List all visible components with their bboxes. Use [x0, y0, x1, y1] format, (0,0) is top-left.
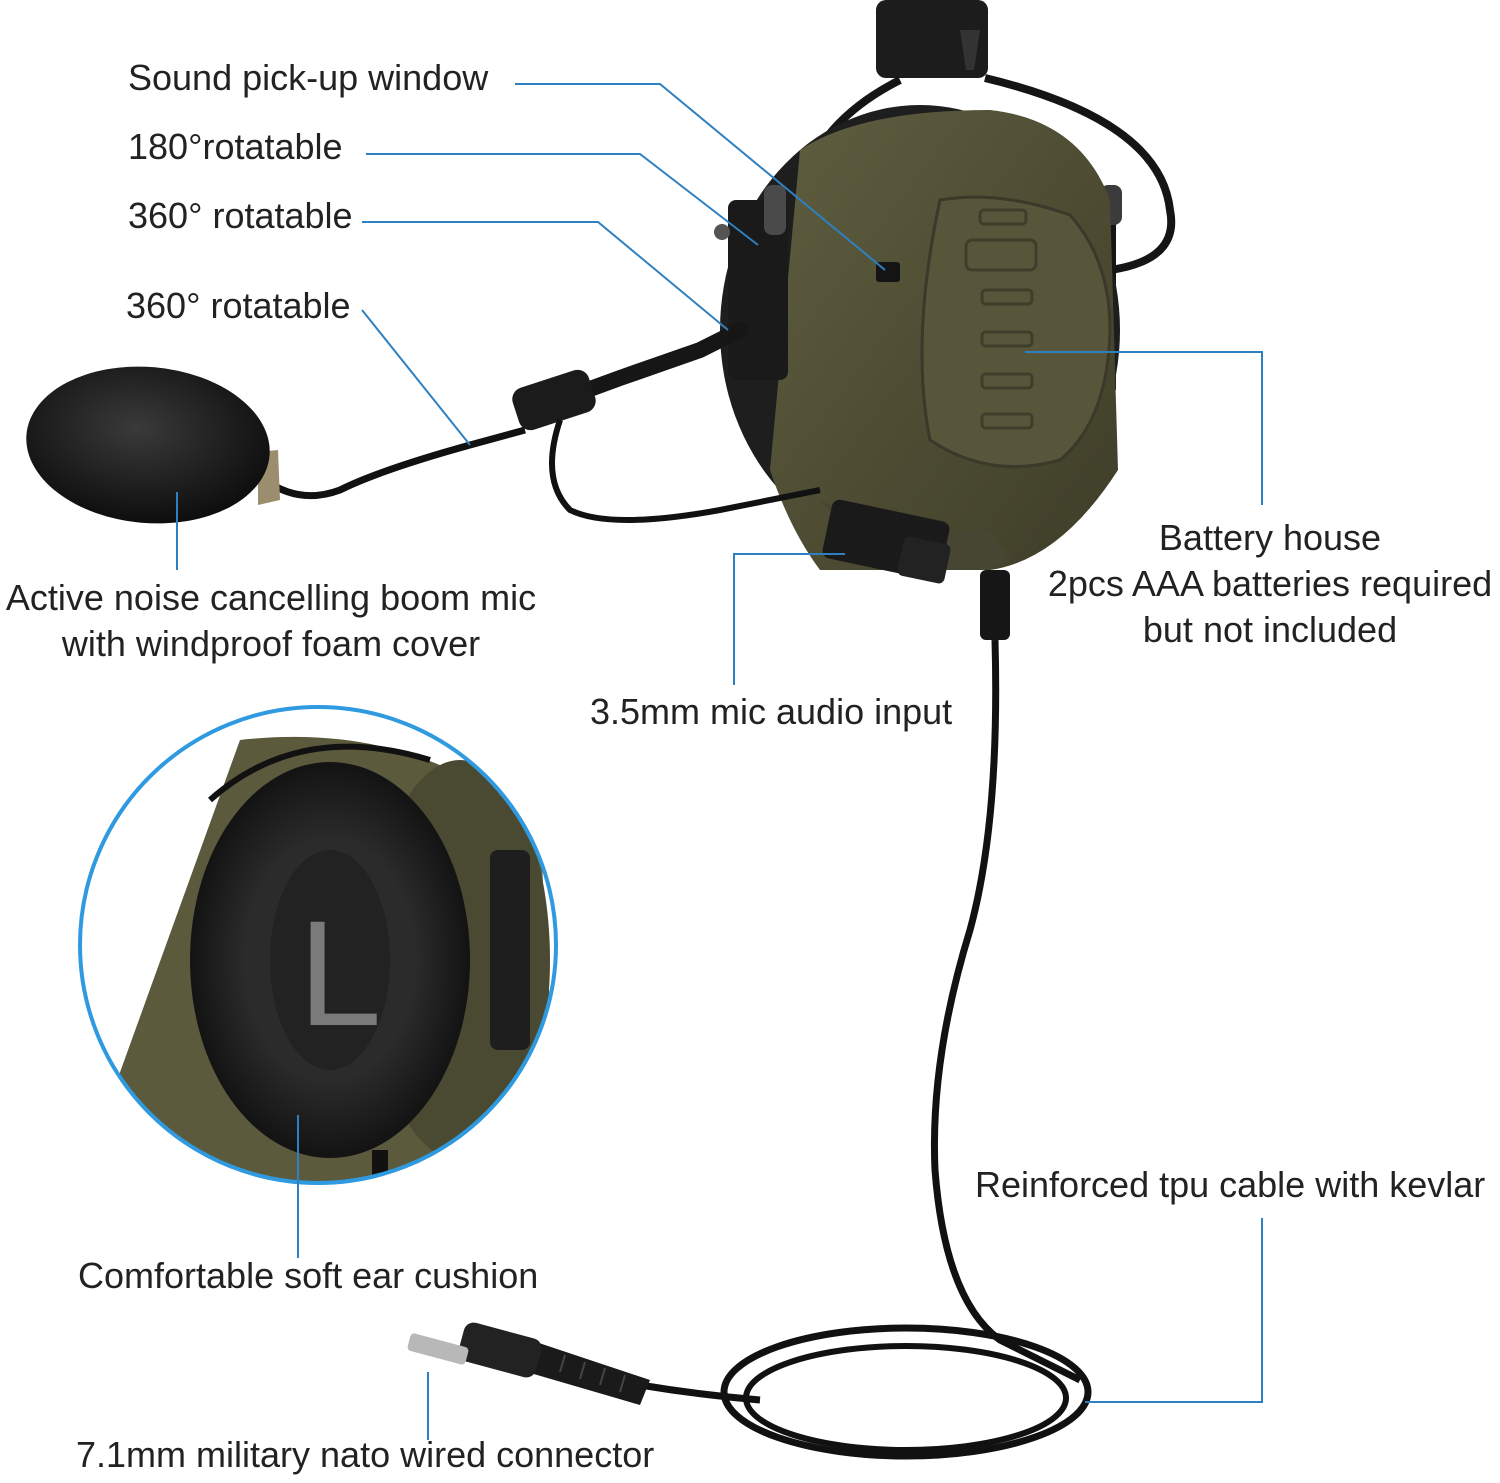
leader-lines [176, 83, 1263, 1440]
label-sound-window: Sound pick-up window [128, 57, 489, 98]
cable [639, 570, 1092, 1460]
ear-side-letter: L [298, 889, 381, 1057]
label-connector: 7.1mm military nato wired connector [76, 1434, 655, 1475]
label-boom-mic: Active noise cancelling boom mic with wi… [0, 575, 542, 667]
boom-mic [26, 322, 821, 524]
label-360-rotatable-a: 360° rotatable [128, 195, 353, 236]
nato-plug [407, 1322, 650, 1405]
label-battery-line3: but not included [1142, 609, 1398, 650]
label-boom-mic-line2: with windproof foam cover [61, 623, 481, 664]
ear-cushion-detail: L [78, 705, 558, 1185]
leader-battery [1025, 351, 1263, 505]
label-battery-line2: 2pcs AAA batteries required [1047, 563, 1493, 604]
label-battery: Battery house 2pcs AAA batteries require… [1040, 515, 1500, 653]
label-360-rotatable-b: 360° rotatable [126, 285, 351, 326]
label-cushion: Comfortable soft ear cushion [78, 1255, 539, 1296]
leader-360-rotatable-a [362, 221, 729, 331]
leader-cable [1085, 1218, 1263, 1403]
leader-mic-input [733, 553, 845, 685]
label-180-rotatable: 180°rotatable [128, 126, 343, 167]
mic-input-connector [822, 499, 951, 584]
label-boom-mic-line1: Active noise cancelling boom mic [5, 577, 537, 618]
leader-180-rotatable [366, 153, 759, 246]
label-mic-input: 3.5mm mic audio input [590, 691, 953, 732]
leader-360-rotatable-b [361, 309, 471, 446]
label-cable: Reinforced tpu cable with kevlar [975, 1164, 1486, 1205]
leader-sound-window [515, 83, 886, 271]
label-battery-line1: Battery house [1158, 517, 1382, 558]
